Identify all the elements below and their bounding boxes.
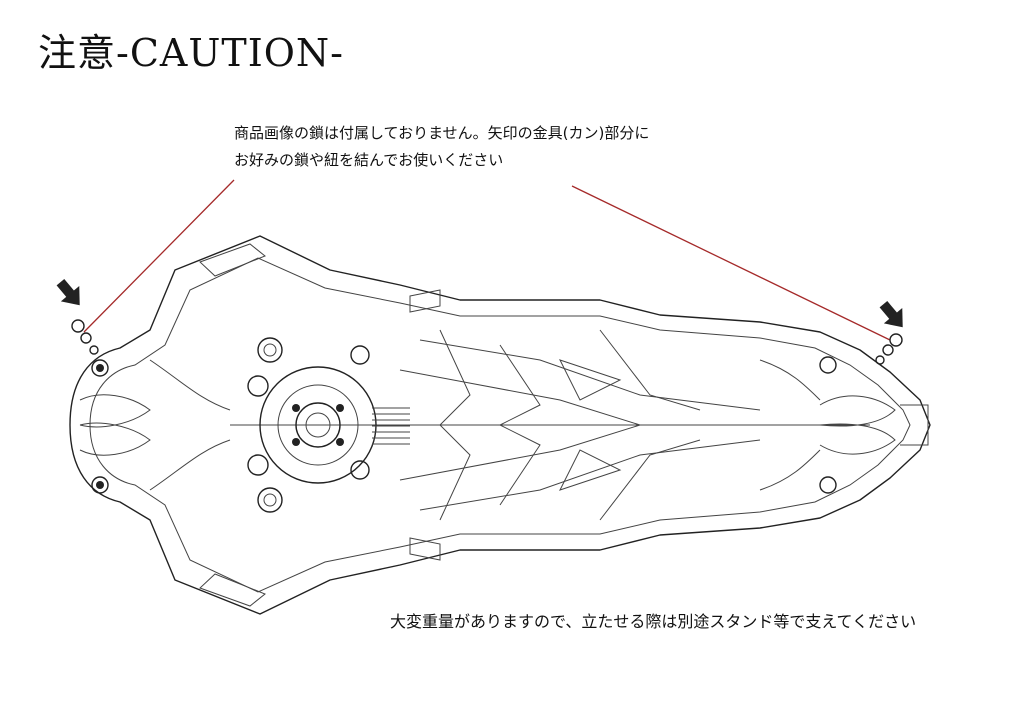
ring-right [875,333,903,365]
product-body [69,235,931,615]
leader-line-right [571,185,891,341]
ring-left [71,319,99,355]
chain-note: 商品画像の鎖は付属しておりません。矢印の金具(カン)部分に お好みの鎖や紐を結ん… [234,120,649,174]
leader-line-left [83,179,235,333]
arrow-down-right-icon [56,278,80,306]
chain-note-line-1: 商品画像の鎖は付属しておりません。矢印の金具(カン)部分に [234,124,650,142]
weight-warning: 大変重量がありますので、立たせる際は別途スタンド等で支えてください [390,612,917,631]
chain-note-line-2: お好みの鎖や紐を結んでお使いください [234,151,504,169]
arrow-down-right-icon [879,300,903,328]
page-title: 注意-CAUTION- [38,31,344,75]
